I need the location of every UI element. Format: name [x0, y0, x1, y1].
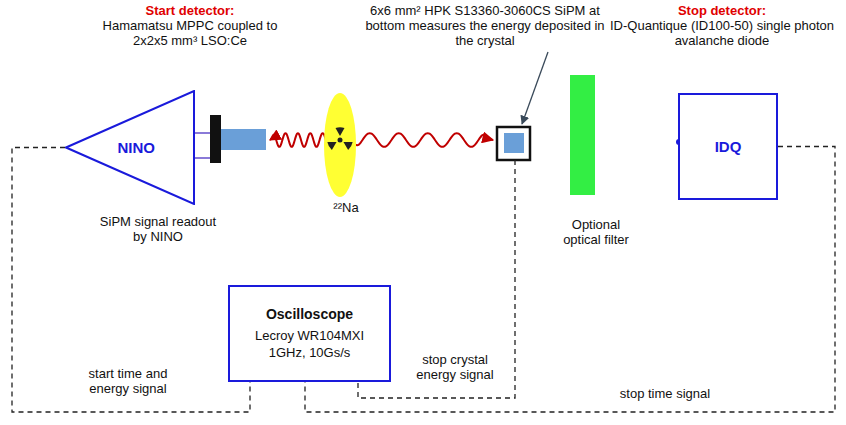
isotope-label: ²²Na — [321, 200, 371, 215]
gamma-wave — [348, 133, 493, 147]
stop-crystal — [504, 133, 524, 153]
node-title: IDQ — [709, 138, 748, 155]
node-body: Lecroy WR104MXI 1GHz, 10Gs/s — [230, 323, 389, 361]
detector-description: Hamamatsu MPPC coupled to 2x2x5 mm³ LSO:… — [93, 18, 288, 48]
edge-label: start time and energy signal — [72, 366, 184, 396]
lso-crystal — [221, 129, 266, 150]
radiation-symbol — [327, 127, 354, 150]
detector-heading: Stop detector: — [622, 3, 822, 18]
readout-note: SiPM signal readout by NINO — [93, 214, 223, 244]
filter-label: Optional optical filter — [561, 217, 631, 247]
crystal-description: 6x6 mm² HPK S13360-3060CS SiPM at bottom… — [365, 3, 605, 48]
readout-wire — [195, 157, 212, 159]
nino-amplifier: NINO — [65, 90, 195, 205]
detector-heading: Start detector: — [90, 3, 290, 18]
source-ellipse — [324, 93, 356, 197]
leader-arrow — [522, 52, 548, 124]
gamma-wave — [270, 133, 332, 147]
node-title: Oscilloscope — [260, 306, 359, 323]
signal-label: stop crystal energy signal — [406, 352, 504, 382]
signal-cable — [12, 148, 250, 413]
detector-description: ID-Quantique (ID100-50) single photon av… — [602, 18, 842, 48]
edge-label: stop time signal — [600, 386, 730, 401]
sipm-bar — [210, 115, 221, 163]
stop-crystal-housing — [497, 127, 530, 160]
oscilloscope-box: OscilloscopeLecroy WR104MXI 1GHz, 10Gs/s — [228, 285, 391, 382]
optical-filter — [570, 75, 595, 195]
readout-wire — [195, 132, 212, 134]
idq-detector: IDQ — [678, 93, 778, 200]
node-title: NINO — [112, 139, 162, 156]
